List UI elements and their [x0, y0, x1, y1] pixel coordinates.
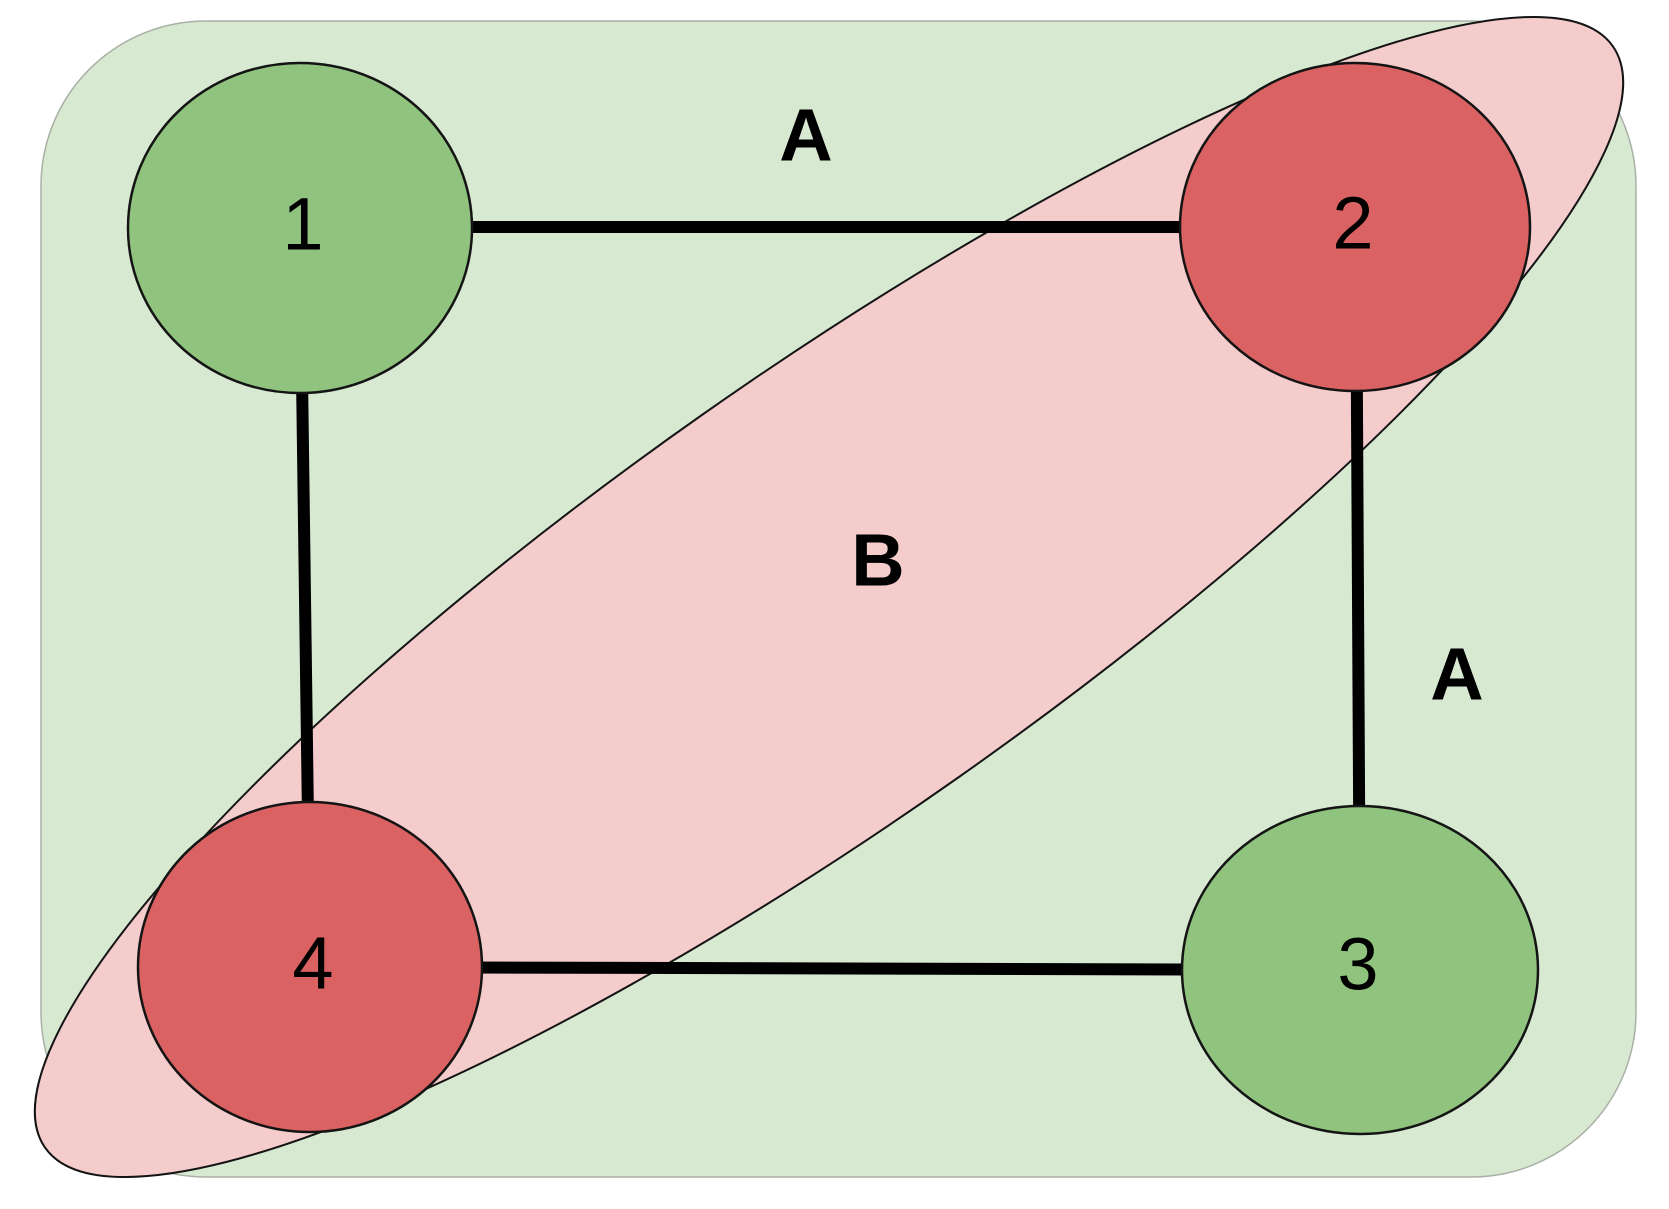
group-b-label: B	[851, 519, 904, 602]
node-1-circle[interactable]	[126, 61, 474, 395]
region-label-layer: A B A	[779, 94, 1483, 716]
node-4-label: 4	[292, 922, 333, 1005]
group-a-label-top: A	[779, 94, 832, 177]
group-a-label-right: A	[1430, 633, 1483, 716]
node-label-layer: 1 2 3 4	[282, 182, 1378, 1006]
node-3-circle[interactable]	[1180, 804, 1540, 1136]
node-4-circle[interactable]	[136, 800, 484, 1134]
node-3-label: 3	[1337, 923, 1378, 1006]
node-2-label: 2	[1332, 182, 1373, 265]
node-2-circle[interactable]	[1178, 61, 1532, 393]
node-1-label: 1	[282, 183, 323, 266]
node-layer	[126, 61, 1540, 1136]
